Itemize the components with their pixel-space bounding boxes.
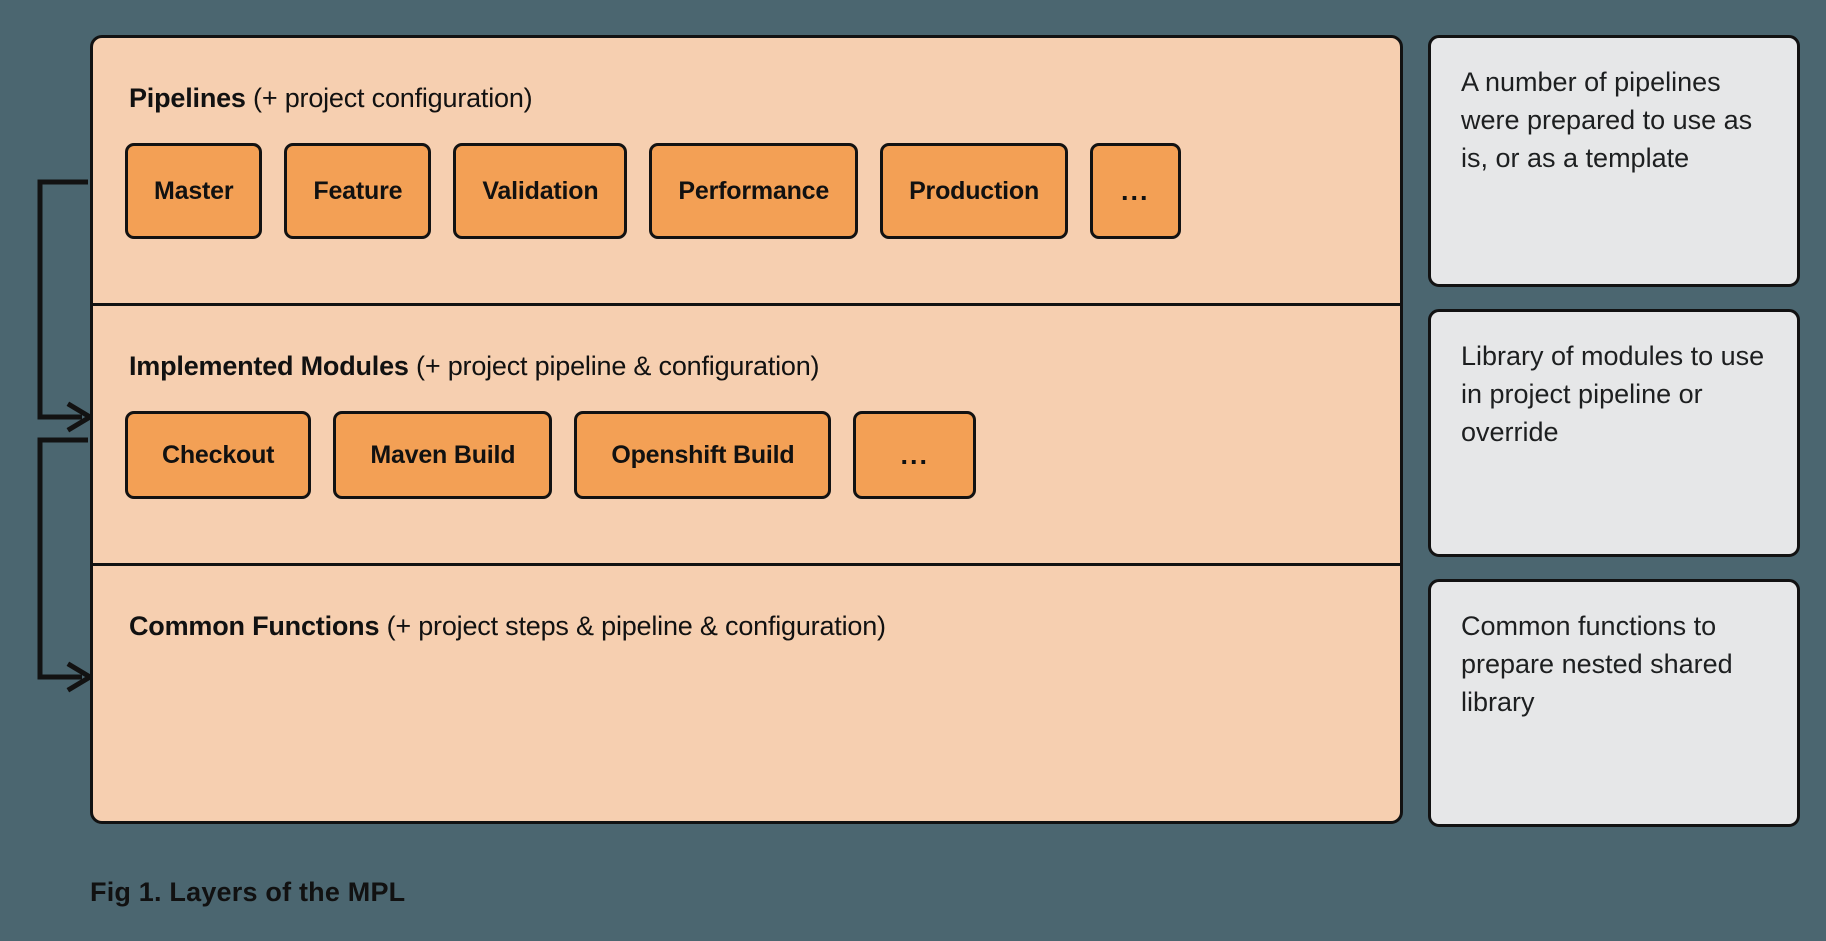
chip-master[interactable]: Master — [125, 143, 263, 239]
layer-implemented-modules: Implemented Modules (+ project pipeline … — [93, 303, 1400, 563]
chip-validation[interactable]: Validation — [453, 143, 628, 239]
layer-flow-arrows — [37, 179, 95, 693]
chip-modules-more[interactable]: ... — [853, 411, 976, 499]
mpl-layers-panel: Pipelines (+ project configuration) Mast… — [90, 35, 1403, 824]
annotation-cards: A number of pipelines were prepared to u… — [1428, 35, 1800, 827]
chip-checkout[interactable]: Checkout — [125, 411, 312, 499]
layer-common-functions: Common Functions (+ project steps & pipe… — [93, 563, 1400, 821]
figure-caption: Fig 1. Layers of the MPL — [90, 877, 406, 907]
note-card-common-functions-text: Common functions to prepare nested share… — [1461, 611, 1733, 717]
layer-modules-title-strong: Implemented Modules — [129, 351, 409, 381]
layer-common-title-light: (+ project steps & pipeline & configurat… — [379, 611, 886, 641]
note-card-modules-text: Library of modules to use in project pip… — [1461, 341, 1765, 447]
layer-modules-title: Implemented Modules (+ project pipeline … — [129, 351, 820, 382]
layer-pipelines-title-light: (+ project configuration) — [245, 83, 533, 113]
layer-pipelines-title-strong: Pipelines — [129, 83, 246, 113]
note-card-pipelines: A number of pipelines were prepared to u… — [1428, 35, 1800, 287]
chip-production[interactable]: Production — [880, 143, 1069, 239]
note-card-modules: Library of modules to use in project pip… — [1428, 309, 1800, 557]
layer-modules-title-light: (+ project pipeline & configuration) — [408, 351, 820, 381]
chip-feature[interactable]: Feature — [284, 143, 432, 239]
chip-maven-build[interactable]: Maven Build — [333, 411, 553, 499]
layer-common-title-strong: Common Functions — [129, 611, 380, 641]
arrow-modules-to-common-path — [37, 437, 88, 680]
layer-modules-chip-row: Checkout Maven Build Openshift Build ... — [125, 411, 976, 499]
note-card-pipelines-text: A number of pipelines were prepared to u… — [1461, 67, 1753, 173]
layer-pipelines: Pipelines (+ project configuration) Mast… — [93, 38, 1400, 303]
chip-openshift-build[interactable]: Openshift Build — [574, 411, 832, 499]
layer-pipelines-title: Pipelines (+ project configuration) — [129, 83, 533, 114]
arrow-pipelines-to-modules-path — [37, 179, 88, 420]
chip-performance[interactable]: Performance — [649, 143, 859, 239]
layer-pipelines-chip-row: Master Feature Validation Performance Pr… — [125, 143, 1181, 239]
note-card-common-functions: Common functions to prepare nested share… — [1428, 579, 1800, 827]
chip-pipelines-more[interactable]: ... — [1090, 143, 1181, 239]
layer-common-title: Common Functions (+ project steps & pipe… — [129, 611, 886, 642]
